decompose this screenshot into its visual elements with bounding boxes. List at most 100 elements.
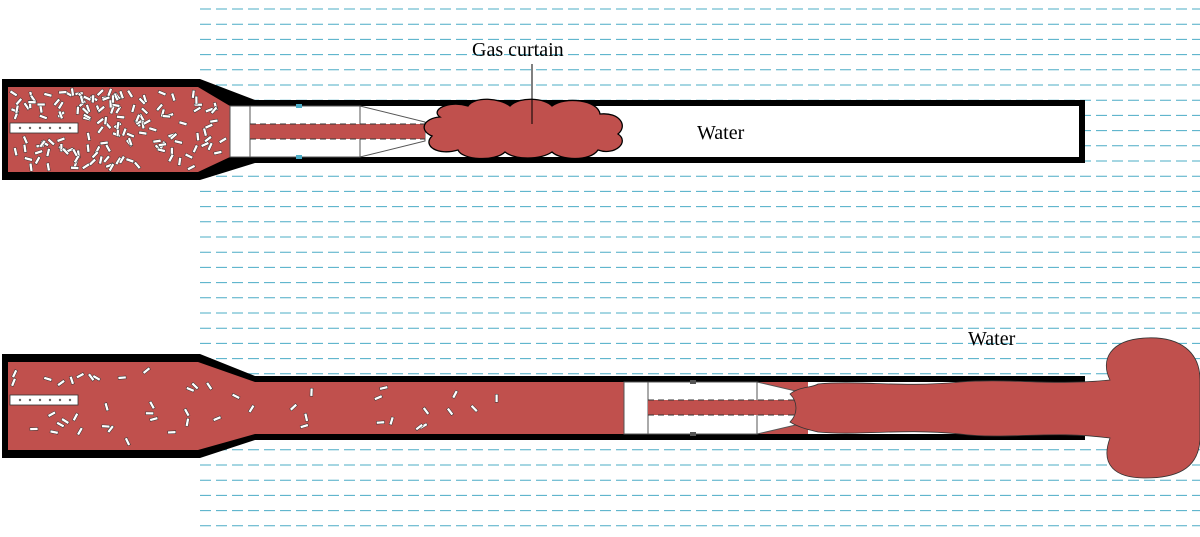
propellant-grain	[299, 423, 309, 429]
propellant-grain	[379, 385, 389, 391]
propellant-grain	[373, 394, 383, 401]
propellant-grain	[11, 369, 18, 379]
propellant-grain	[289, 403, 298, 412]
propellant-grain	[185, 386, 195, 393]
propellant-grain	[218, 136, 228, 144]
propellant-grain	[76, 426, 84, 436]
top-jet-channel	[250, 124, 425, 139]
propellant-grain	[209, 118, 219, 124]
propellant-grain	[451, 389, 459, 399]
top-igniter-tube	[9, 122, 79, 134]
propellant-grain	[192, 144, 199, 154]
propellant-grain	[36, 102, 46, 107]
propellant-grain	[71, 148, 79, 158]
propellant-grain	[167, 153, 175, 163]
propellant-grain	[118, 90, 125, 100]
propellant-grain	[75, 372, 85, 380]
top-igniter-holes	[18, 126, 72, 130]
propellant-grain	[87, 372, 96, 382]
propellant-grain	[156, 147, 166, 153]
propellant-grain	[43, 376, 53, 382]
propellant-grain	[115, 121, 121, 131]
propellant-grain	[212, 415, 222, 422]
propellant-grain	[95, 117, 105, 126]
propellant-grain	[43, 92, 53, 98]
bottom-jet-channel	[648, 400, 800, 415]
bottom-igniter-holes	[18, 398, 72, 402]
bottom-igniter-tube	[9, 394, 79, 406]
propellant-grain	[61, 147, 70, 156]
propellant-grain	[85, 103, 92, 113]
propellant-grain	[57, 100, 65, 110]
propellant-grain	[191, 89, 196, 99]
propellant-grain	[91, 374, 102, 382]
propellant-grain	[28, 162, 34, 172]
propellant-grain	[98, 155, 104, 165]
propellant-grain	[118, 155, 126, 165]
water-label-top: Water	[697, 122, 745, 144]
propellant-grain	[160, 108, 166, 118]
propellant-grain	[106, 87, 113, 97]
propellant-grain	[82, 112, 92, 120]
propellant-grain	[22, 135, 29, 145]
propellant-grain	[178, 120, 188, 127]
propellant-grain	[81, 106, 90, 115]
propellant-grain	[137, 96, 147, 106]
propellant-grain	[96, 105, 106, 114]
propellant-grain	[38, 113, 48, 121]
propellant-grain	[68, 375, 75, 385]
propellant-grain	[148, 126, 158, 133]
propellant-grain	[157, 142, 167, 147]
propellant-grain	[303, 412, 309, 422]
propellant-grain	[152, 138, 162, 144]
propellant-grain	[107, 162, 116, 172]
propellant-grain	[210, 105, 219, 115]
propellant-grain	[192, 105, 202, 114]
top-launch-tube: Gas curtain Water	[2, 39, 1085, 180]
propellant-grain	[206, 141, 214, 152]
propellant-grain	[116, 115, 125, 120]
propellant-grain	[183, 407, 191, 417]
propellant-grain	[111, 94, 115, 104]
propellant-grain	[47, 410, 57, 418]
propellant-grain	[162, 114, 171, 119]
propellant-grain	[22, 143, 28, 153]
propellant-grain	[203, 135, 213, 144]
propellant-grain	[140, 106, 149, 116]
propellant-grain	[99, 140, 109, 146]
propellant-grain	[70, 166, 80, 170]
propellant-grain	[60, 417, 70, 425]
propellant-grain	[13, 147, 19, 157]
propellant-grain	[72, 412, 79, 422]
propellant-grain	[231, 392, 241, 400]
propellant-grain	[173, 139, 183, 145]
propellant-grain	[90, 150, 100, 160]
propellant-grain	[204, 107, 214, 114]
propellant-grain	[101, 95, 111, 102]
bottom-propellant-grains	[10, 366, 499, 447]
propellant-grain	[103, 402, 110, 412]
propellant-grain	[190, 381, 200, 391]
propellant-grain	[117, 375, 127, 380]
water-label-bottom: Water	[968, 328, 1016, 350]
propellant-grain	[388, 416, 395, 426]
propellant-grain	[29, 427, 39, 431]
propellant-grain	[195, 132, 200, 141]
propellant-grain	[422, 406, 430, 416]
propellant-grain	[22, 101, 31, 111]
propellant-grain	[142, 366, 151, 375]
propellant-grain	[91, 94, 95, 104]
propellant-grain	[446, 407, 454, 416]
propellant-grain	[414, 423, 424, 431]
propellant-grain	[102, 154, 111, 164]
propellant-grain	[96, 125, 105, 135]
propellant-grain	[134, 113, 141, 123]
bottom-launch-tube: Water	[2, 328, 1200, 479]
propellant-grain	[202, 127, 208, 137]
propellant-grain	[184, 152, 194, 160]
propellant-grain	[45, 162, 51, 172]
propellant-grain	[34, 155, 42, 165]
propellant-grain	[49, 429, 59, 435]
propellant-grain	[124, 437, 131, 447]
